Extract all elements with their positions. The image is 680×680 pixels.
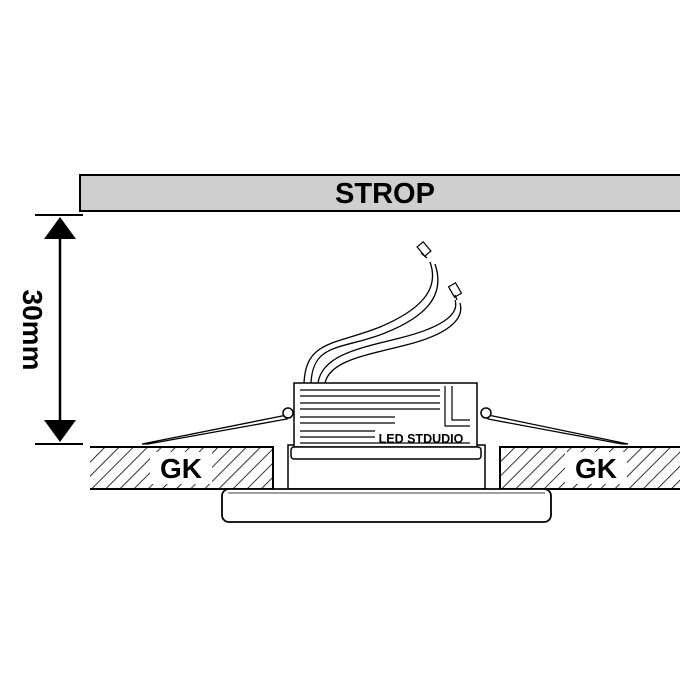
spring-clips <box>141 407 629 445</box>
ceiling-label: STROP <box>335 178 435 210</box>
ceiling-slab <box>79 174 680 212</box>
arrow-down-icon <box>44 420 76 442</box>
arrow-up-icon <box>44 217 76 239</box>
plasterboard-right: GK <box>499 446 680 490</box>
driver-base <box>290 446 482 460</box>
lamp-trim-ring <box>221 488 552 523</box>
plasterboard-right-label: GK <box>575 453 617 484</box>
spring-clip-left <box>141 414 288 445</box>
dimension-marker: 30mm <box>17 214 83 445</box>
led-driver: LED STDUDIO <box>290 382 482 460</box>
driver-box <box>293 382 478 448</box>
plasterboard-left-label: GK <box>160 453 202 484</box>
spring-clip-right <box>487 414 629 445</box>
driver-wires <box>303 240 463 384</box>
dimension-label: 30mm <box>17 290 48 371</box>
ceiling: STROP <box>79 174 680 212</box>
driver-brand-label: LED STDUDIO <box>379 432 464 446</box>
plasterboard-left: GK <box>90 446 274 490</box>
